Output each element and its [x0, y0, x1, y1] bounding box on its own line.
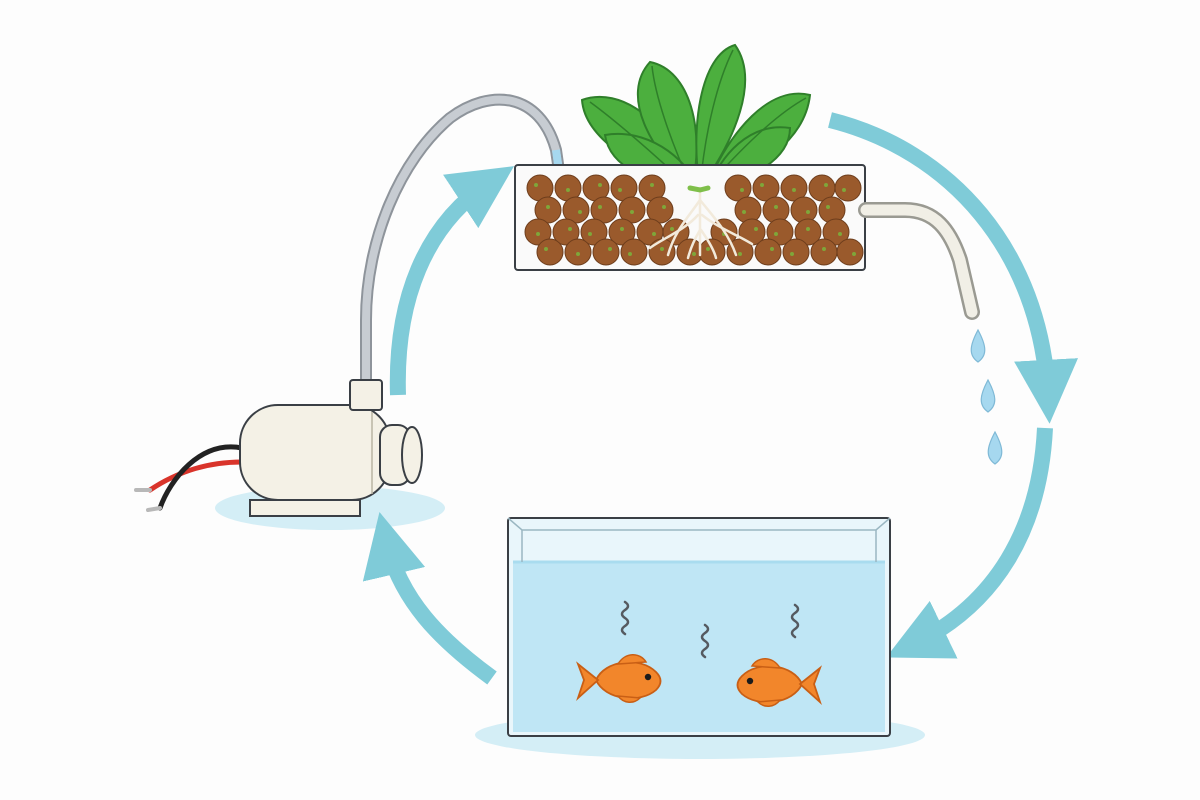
- moss-speck: [806, 210, 810, 214]
- power-wire-red: [147, 459, 245, 493]
- waste-icon: [700, 623, 710, 659]
- clay-pebble: [536, 238, 564, 266]
- moss-speck: [770, 247, 774, 251]
- moss-speck: [852, 252, 856, 256]
- fish-icon: [576, 654, 662, 703]
- moss-speck: [608, 247, 612, 251]
- moss-speck: [628, 252, 632, 256]
- clay-pebble: [734, 196, 762, 224]
- clay-pebble: [822, 218, 850, 246]
- waste-icon: [790, 603, 800, 639]
- moss-speck: [566, 188, 570, 192]
- moss-speck: [740, 188, 744, 192]
- moss-speck: [618, 188, 622, 192]
- moss-speck: [692, 252, 696, 256]
- water-droplets: [970, 328, 1003, 465]
- moss-speck: [760, 183, 764, 187]
- droplet-icon: [987, 430, 1003, 465]
- clay-pebble: [818, 196, 846, 224]
- clay-pebble: [698, 238, 726, 266]
- moss-speck: [660, 247, 664, 251]
- clay-pebble: [794, 218, 822, 246]
- moss-speck: [754, 227, 758, 231]
- pump-body: [239, 404, 391, 501]
- moss-speck: [792, 188, 796, 192]
- moss-speck: [598, 205, 602, 209]
- clay-pebble: [810, 238, 838, 266]
- aquarium-icon: [507, 517, 891, 737]
- moss-speck: [620, 227, 624, 231]
- clay-pebble: [592, 238, 620, 266]
- moss-speck: [706, 247, 710, 251]
- clay-pebble: [552, 218, 580, 246]
- clay-pebble: [834, 174, 862, 202]
- moss-speck: [774, 232, 778, 236]
- fish-icon: [736, 658, 822, 707]
- moss-speck: [826, 205, 830, 209]
- moss-speck: [630, 210, 634, 214]
- moss-speck: [588, 232, 592, 236]
- clay-pebble: [620, 238, 648, 266]
- moss-speck: [670, 227, 674, 231]
- moss-speck: [534, 183, 538, 187]
- clay-pebble: [790, 196, 818, 224]
- clay-pebble: [762, 196, 790, 224]
- pump-base: [249, 499, 361, 517]
- moss-speck: [742, 210, 746, 214]
- moss-speck: [806, 227, 810, 231]
- flow-arrow-tank-to-pump: [362, 511, 497, 685]
- fish-tank: [507, 517, 891, 737]
- clay-pebble: [608, 218, 636, 246]
- moss-speck: [576, 252, 580, 256]
- plant-roots: [648, 186, 754, 260]
- moss-speck: [774, 205, 778, 209]
- fish-right: [736, 658, 822, 707]
- clay-pebble: [580, 218, 608, 246]
- clay-pebble: [782, 238, 810, 266]
- moss-speck: [546, 205, 550, 209]
- moss-speck: [650, 183, 654, 187]
- fish-waste: [620, 600, 800, 659]
- power-wire-black: [157, 444, 245, 511]
- moss-speck: [838, 232, 842, 236]
- flow-arrow-drain-to-tank: [886, 427, 1053, 659]
- moss-speck: [824, 183, 828, 187]
- moss-speck: [536, 232, 540, 236]
- clay-pebble: [754, 238, 782, 266]
- moss-speck: [598, 183, 602, 187]
- moss-speck: [544, 247, 548, 251]
- moss-speck: [568, 227, 572, 231]
- waste-icon: [620, 600, 630, 636]
- plant-bed-icon: [514, 43, 866, 271]
- pump-icon: [134, 379, 423, 517]
- moss-speck: [662, 205, 666, 209]
- moss-speck: [822, 247, 826, 251]
- moss-speck: [842, 188, 846, 192]
- flow-arrow-bed-to-drain: [828, 112, 1078, 424]
- droplet-icon: [980, 378, 996, 413]
- flow-arrows: [362, 112, 1078, 685]
- clay-pebble: [766, 218, 794, 246]
- flow-arrow-pump-to-bed: [389, 166, 515, 396]
- drain-pipe: [858, 202, 980, 320]
- pump-outlet: [349, 379, 383, 411]
- droplet-icon: [970, 328, 986, 363]
- moss-speck: [578, 210, 582, 214]
- grow-bed: [514, 43, 866, 271]
- tank-water: [513, 562, 885, 732]
- moss-speck: [652, 232, 656, 236]
- clay-pebble: [836, 238, 864, 266]
- moss-speck: [738, 252, 742, 256]
- moss-speck: [790, 252, 794, 256]
- water-pump: [134, 379, 423, 517]
- fish-left: [576, 654, 662, 703]
